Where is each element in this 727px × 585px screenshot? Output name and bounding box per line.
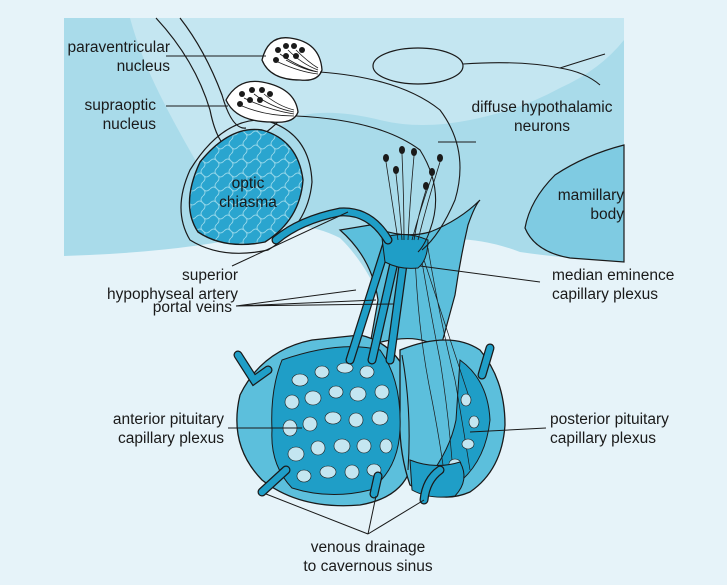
label-paraventricular-nucleus: paraventricular nucleus	[30, 38, 170, 76]
label-mamillary-body: mamillary body	[520, 186, 624, 224]
label-line: diffuse hypothalamic	[462, 98, 622, 117]
label-line: nucleus	[30, 57, 170, 76]
label-line: capillary plexus	[552, 285, 702, 304]
label-line: median eminence	[552, 266, 702, 285]
label-supraoptic-nucleus: supraoptic nucleus	[30, 96, 156, 134]
label-line: capillary plexus	[56, 429, 224, 448]
label-posterior-pituitary-capillary-plexus: posterior pituitary capillary plexus	[550, 410, 710, 448]
label-diffuse-hypothalamic-neurons: diffuse hypothalamic neurons	[462, 98, 622, 136]
label-median-eminence-capillary-plexus: median eminence capillary plexus	[552, 266, 702, 304]
label-anterior-pituitary-capillary-plexus: anterior pituitary capillary plexus	[56, 410, 224, 448]
label-line: posterior pituitary	[550, 410, 710, 429]
label-line: chiasma	[208, 193, 288, 212]
label-line: neurons	[462, 117, 622, 136]
label-line: capillary plexus	[550, 429, 710, 448]
label-line: to cavernous sinus	[288, 557, 448, 576]
label-line: anterior pituitary	[56, 410, 224, 429]
label-line: portal veins	[110, 298, 232, 317]
label-line: supraoptic	[30, 96, 156, 115]
label-line: optic	[208, 174, 288, 193]
label-line: paraventricular	[30, 38, 170, 57]
label-line: nucleus	[30, 115, 156, 134]
label-line: body	[520, 205, 624, 224]
label-line: superior	[70, 266, 238, 285]
top-ellipse	[373, 48, 463, 84]
label-optic-chiasma: optic chiasma	[208, 174, 288, 212]
label-line: mamillary	[520, 186, 624, 205]
label-line: venous drainage	[288, 538, 448, 557]
label-venous-drainage: venous drainage to cavernous sinus	[288, 538, 448, 576]
label-portal-veins: portal veins	[110, 298, 232, 317]
